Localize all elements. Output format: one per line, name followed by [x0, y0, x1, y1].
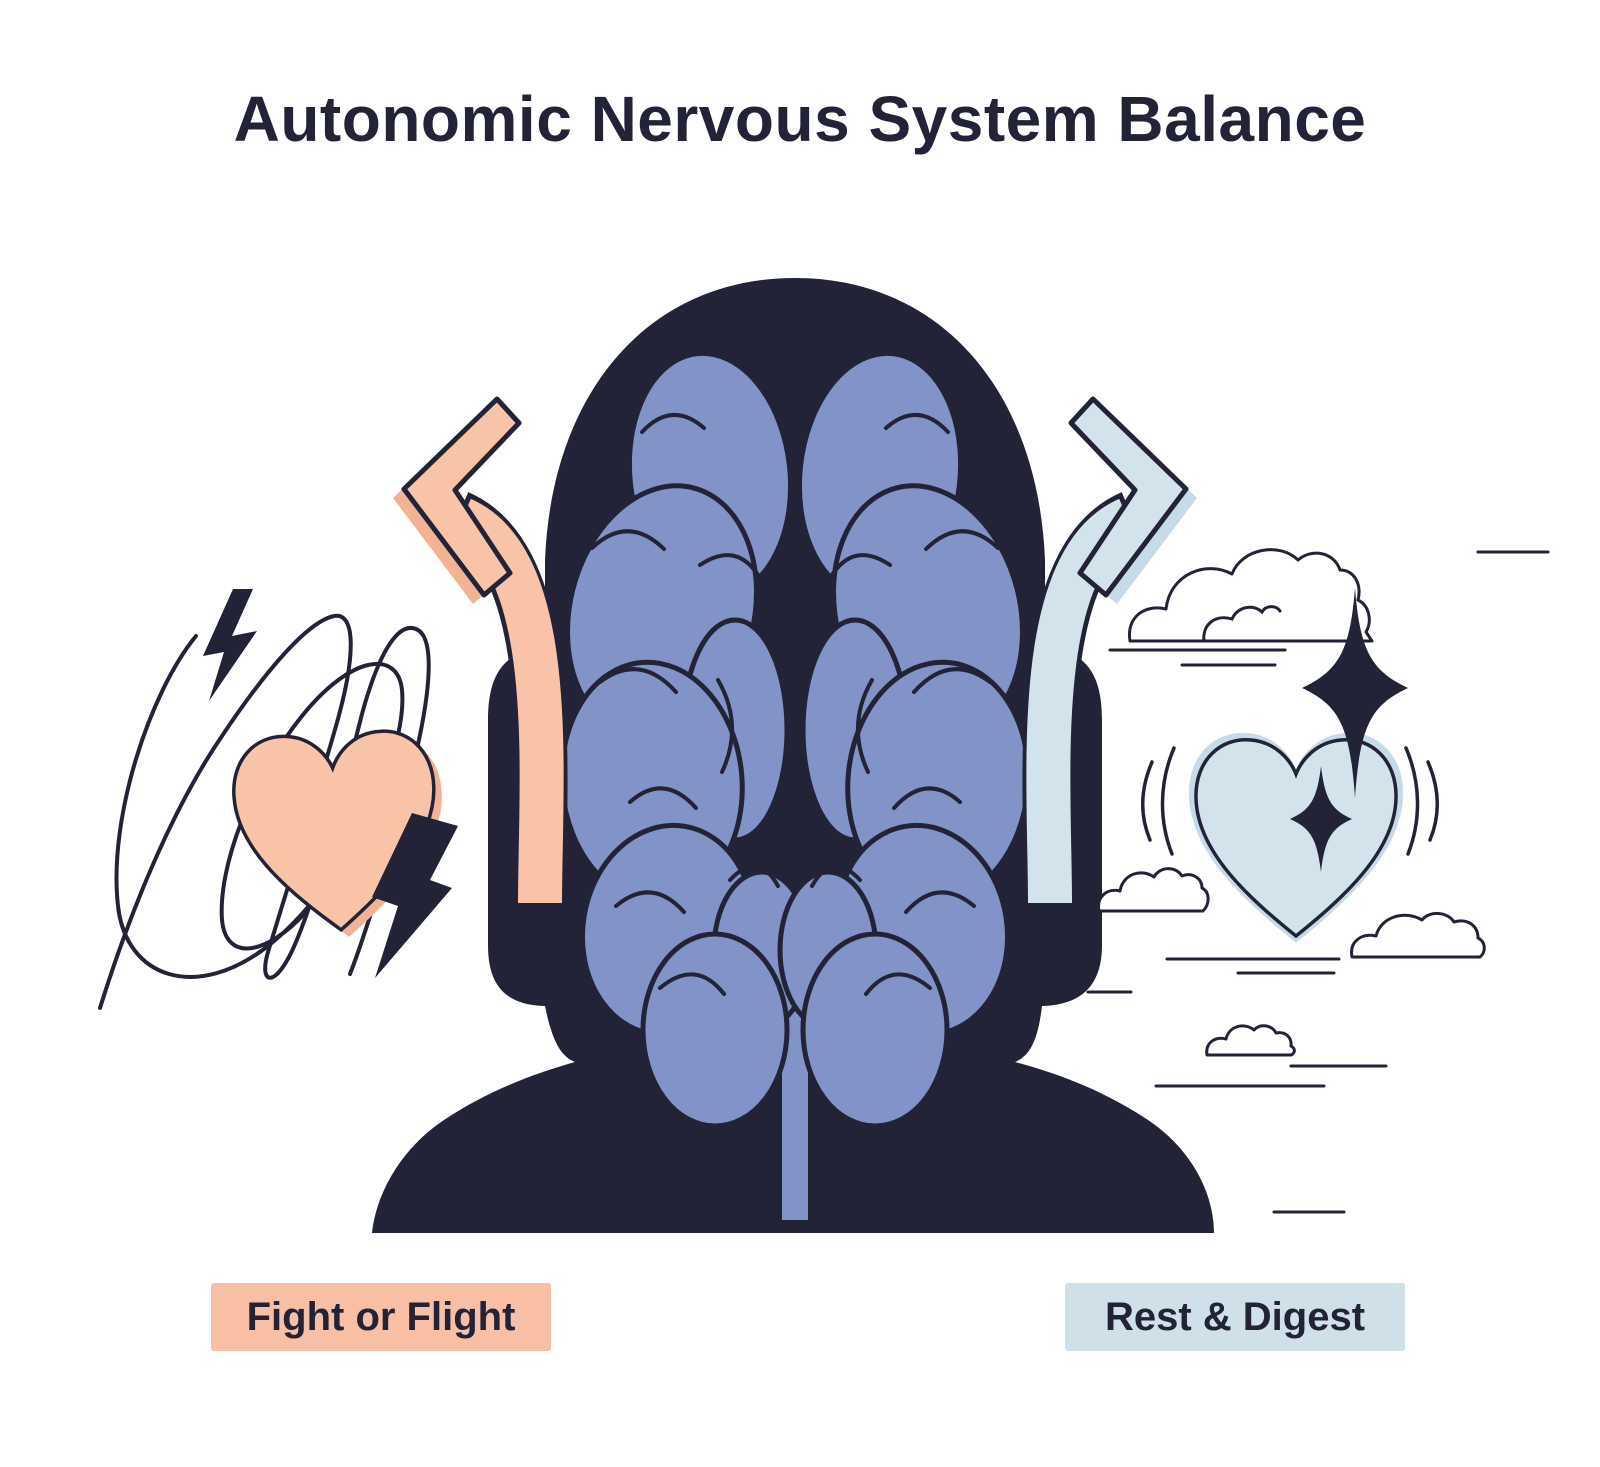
label-fight-or-flight: Fight or Flight: [211, 1283, 551, 1351]
fight-or-flight-text: Fight or Flight: [246, 1294, 516, 1339]
brain-right-hemisphere: [777, 350, 1031, 1129]
vibration-arc: [1141, 760, 1154, 842]
page-title: Autonomic Nervous System Balance: [233, 83, 1367, 155]
sparkle-large-icon: [1302, 588, 1408, 798]
brain: [559, 350, 1031, 1129]
lightning-bolt-small-icon: [203, 589, 257, 701]
cloud-right-icon: [1350, 912, 1486, 959]
lightning-bolt-large-icon: [372, 813, 458, 978]
cloud-top-icon: [1128, 548, 1374, 643]
vibration-arc: [1160, 746, 1176, 856]
rest-and-digest-text: Rest & Digest: [1104, 1294, 1366, 1339]
cloud-left-icon: [1097, 867, 1210, 913]
breeze-lines: [1086, 550, 1550, 1214]
cloud-bottom-icon: [1205, 1024, 1296, 1057]
left-curved-arrow-icon: [393, 396, 568, 908]
vibration-arc: [1404, 746, 1420, 856]
right-curved-arrow-icon: [1022, 396, 1197, 908]
stress-cluster: [98, 589, 458, 1010]
brain-left-hemisphere: [559, 350, 813, 1129]
sparkle-small-icon: [1290, 766, 1352, 872]
vibration-arc: [1426, 760, 1439, 842]
vibration-arcs: [1141, 746, 1439, 856]
calm-heart-icon: [1194, 738, 1398, 939]
label-rest-and-digest: Rest & Digest: [1065, 1283, 1405, 1351]
head-silhouette: [372, 278, 1214, 1233]
calm-cluster: [1086, 548, 1550, 1214]
